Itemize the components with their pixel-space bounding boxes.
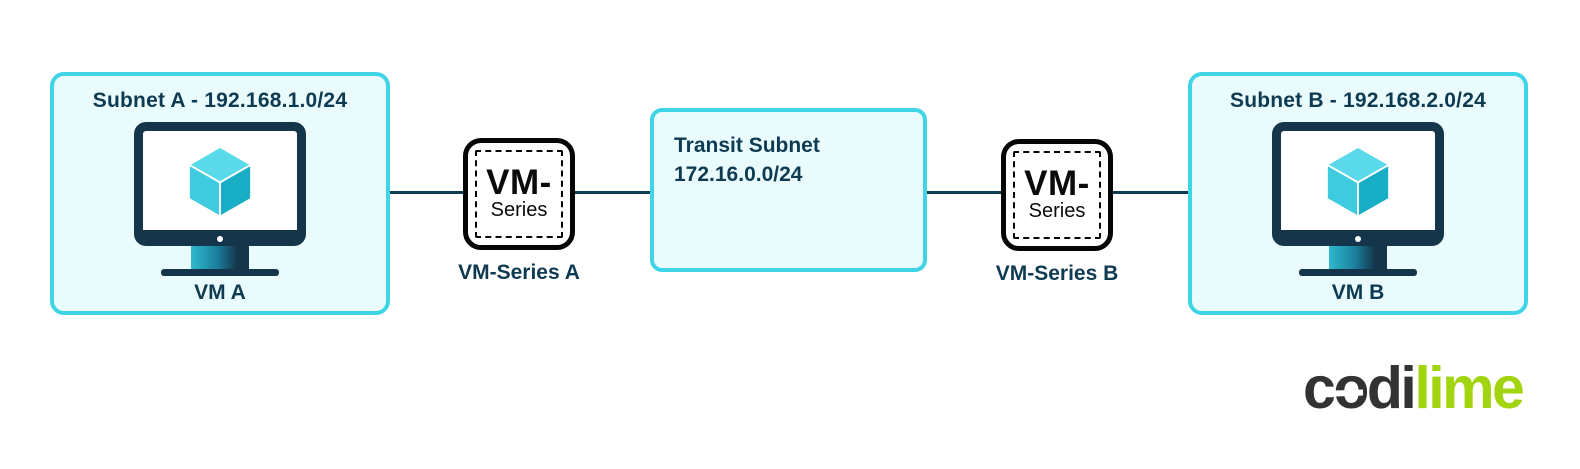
logo-slashed-o: o: [1333, 355, 1369, 421]
monitor-stand-neck: [191, 246, 249, 269]
vm-a-label: VM A: [194, 281, 246, 304]
transit-subnet-cidr: 172.16.0.0/24: [674, 163, 803, 187]
logo-text-lime: lime: [1414, 355, 1525, 421]
vm-series-b-node: VM- Series VM-Series B: [996, 139, 1118, 286]
monitor-stand-base: [1299, 269, 1417, 276]
vm-series-icon-text-bottom: Series: [490, 198, 548, 221]
transit-subnet-title: Transit Subnet: [674, 134, 820, 157]
vm-b-label: VM B: [1331, 281, 1385, 304]
vm-series-b-label: VM-Series B: [995, 262, 1119, 285]
monitor-icon: [1272, 122, 1444, 246]
vm-series-b-icon: VM- Series: [1001, 139, 1113, 251]
monitor-icon: [134, 122, 306, 246]
cube-icon: [187, 145, 253, 217]
monitor-stand-neck: [1329, 246, 1387, 269]
codilime-logo: codilime: [1303, 355, 1525, 421]
vm-series-a-label: VM-Series A: [458, 261, 580, 284]
transit-subnet-panel: Transit Subnet 172.16.0.0/24: [650, 108, 927, 272]
vm-b-figure: [1272, 122, 1444, 276]
vm-series-icon-text-top: VM-: [486, 163, 552, 203]
vm-series-icon-text-bottom: Series: [1028, 199, 1086, 222]
cube-icon: [1325, 145, 1391, 217]
subnet-b-panel: Subnet B - 192.168.2.0/24 VM B: [1188, 72, 1528, 315]
vm-series-a-icon: VM- Series: [463, 138, 575, 250]
vm-a-figure: [134, 122, 306, 276]
subnet-a-title: Subnet A - 192.168.1.0/24: [92, 89, 348, 112]
vm-series-dashed-border: VM- Series: [475, 150, 563, 238]
monitor-stand-base: [161, 269, 279, 276]
monitor-camera-dot: [217, 236, 223, 242]
subnet-a-panel: Subnet A - 192.168.1.0/24 VM A: [50, 72, 390, 315]
logo-text-di: di: [1366, 355, 1417, 421]
logo-text-c: c: [1303, 355, 1336, 421]
vm-series-icon-text-top: VM-: [1024, 164, 1090, 204]
subnet-b-title: Subnet B - 192.168.2.0/24: [1230, 89, 1486, 112]
vm-series-a-node: VM- Series VM-Series A: [458, 138, 580, 285]
monitor-camera-dot: [1355, 236, 1361, 242]
vm-series-dashed-border: VM- Series: [1013, 151, 1101, 239]
